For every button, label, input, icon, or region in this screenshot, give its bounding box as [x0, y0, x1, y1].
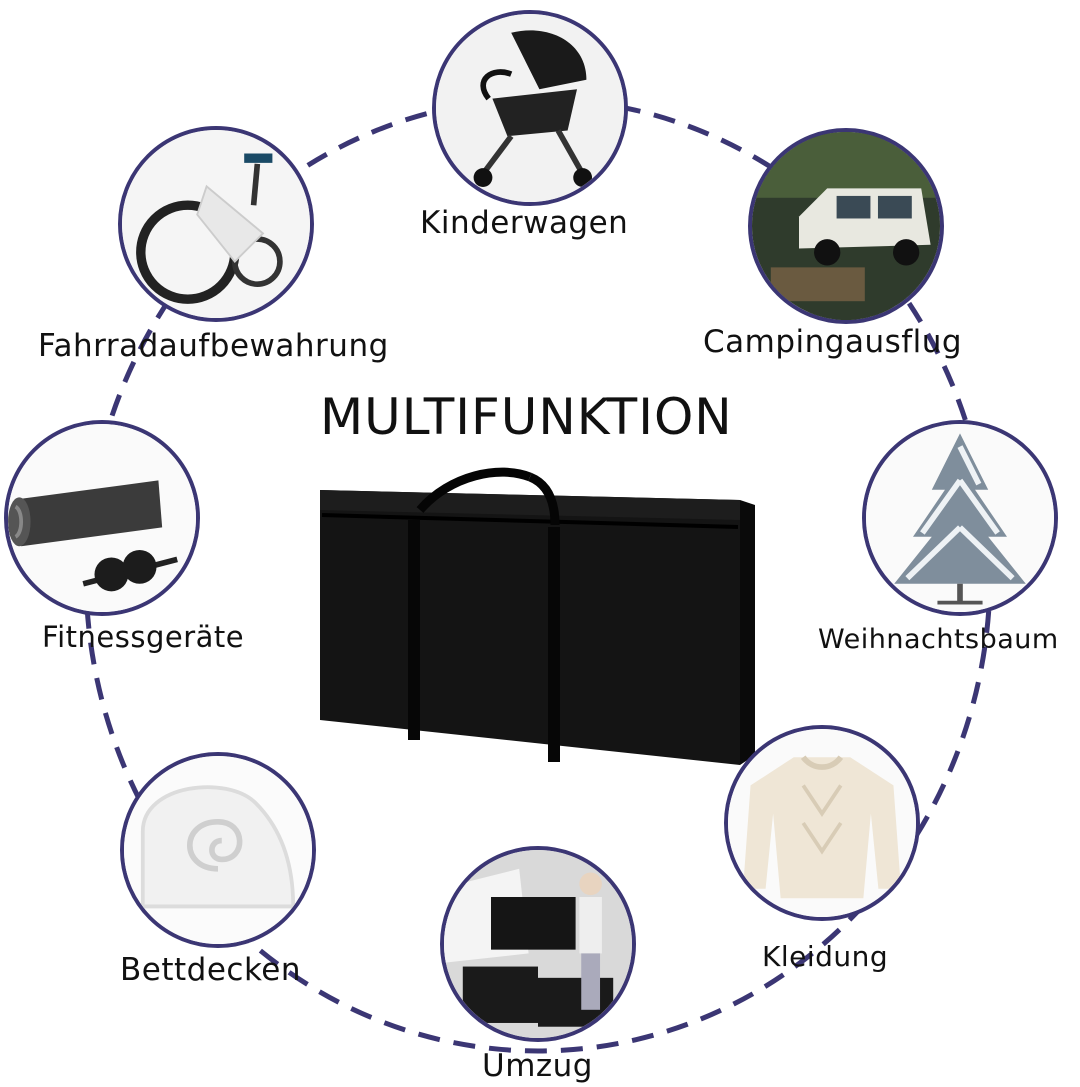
label-umzug: Umzug	[482, 1048, 593, 1084]
label-fahrradaufbewahrung: Fahrradaufbewahrung	[38, 328, 389, 364]
bicycle-icon	[122, 130, 310, 318]
sweater-icon	[728, 729, 916, 917]
stroller-icon	[436, 14, 624, 202]
camping-car-icon	[752, 132, 940, 320]
label-kinderwagen: Kinderwagen	[420, 205, 629, 241]
circle-kinderwagen	[432, 10, 628, 206]
storage-bag-image	[320, 467, 755, 765]
label-kleidung: Kleidung	[762, 940, 889, 973]
circle-kleidung	[724, 725, 920, 921]
label-bettdecken: Bettdecken	[120, 952, 302, 988]
christmas-tree-icon	[866, 424, 1054, 612]
circle-umzug	[440, 846, 636, 1042]
circle-fitnessgeraete	[4, 420, 200, 616]
label-fitnessgeraete: Fitnessgeräte	[42, 620, 245, 654]
circle-campingausflug	[748, 128, 944, 324]
moving-bags-icon	[444, 850, 632, 1038]
label-campingausflug: Campingausflug	[703, 324, 963, 360]
circle-bettdecken	[120, 752, 316, 948]
circle-fahrradaufbewahrung	[118, 126, 314, 322]
label-weihnachtsbaum: Weihnachtsbaum	[818, 624, 1059, 655]
duvet-icon	[124, 756, 312, 944]
circle-weihnachtsbaum	[862, 420, 1058, 616]
page-title: MULTIFUNKTION	[320, 388, 733, 446]
fitness-mat-icon	[8, 424, 196, 612]
